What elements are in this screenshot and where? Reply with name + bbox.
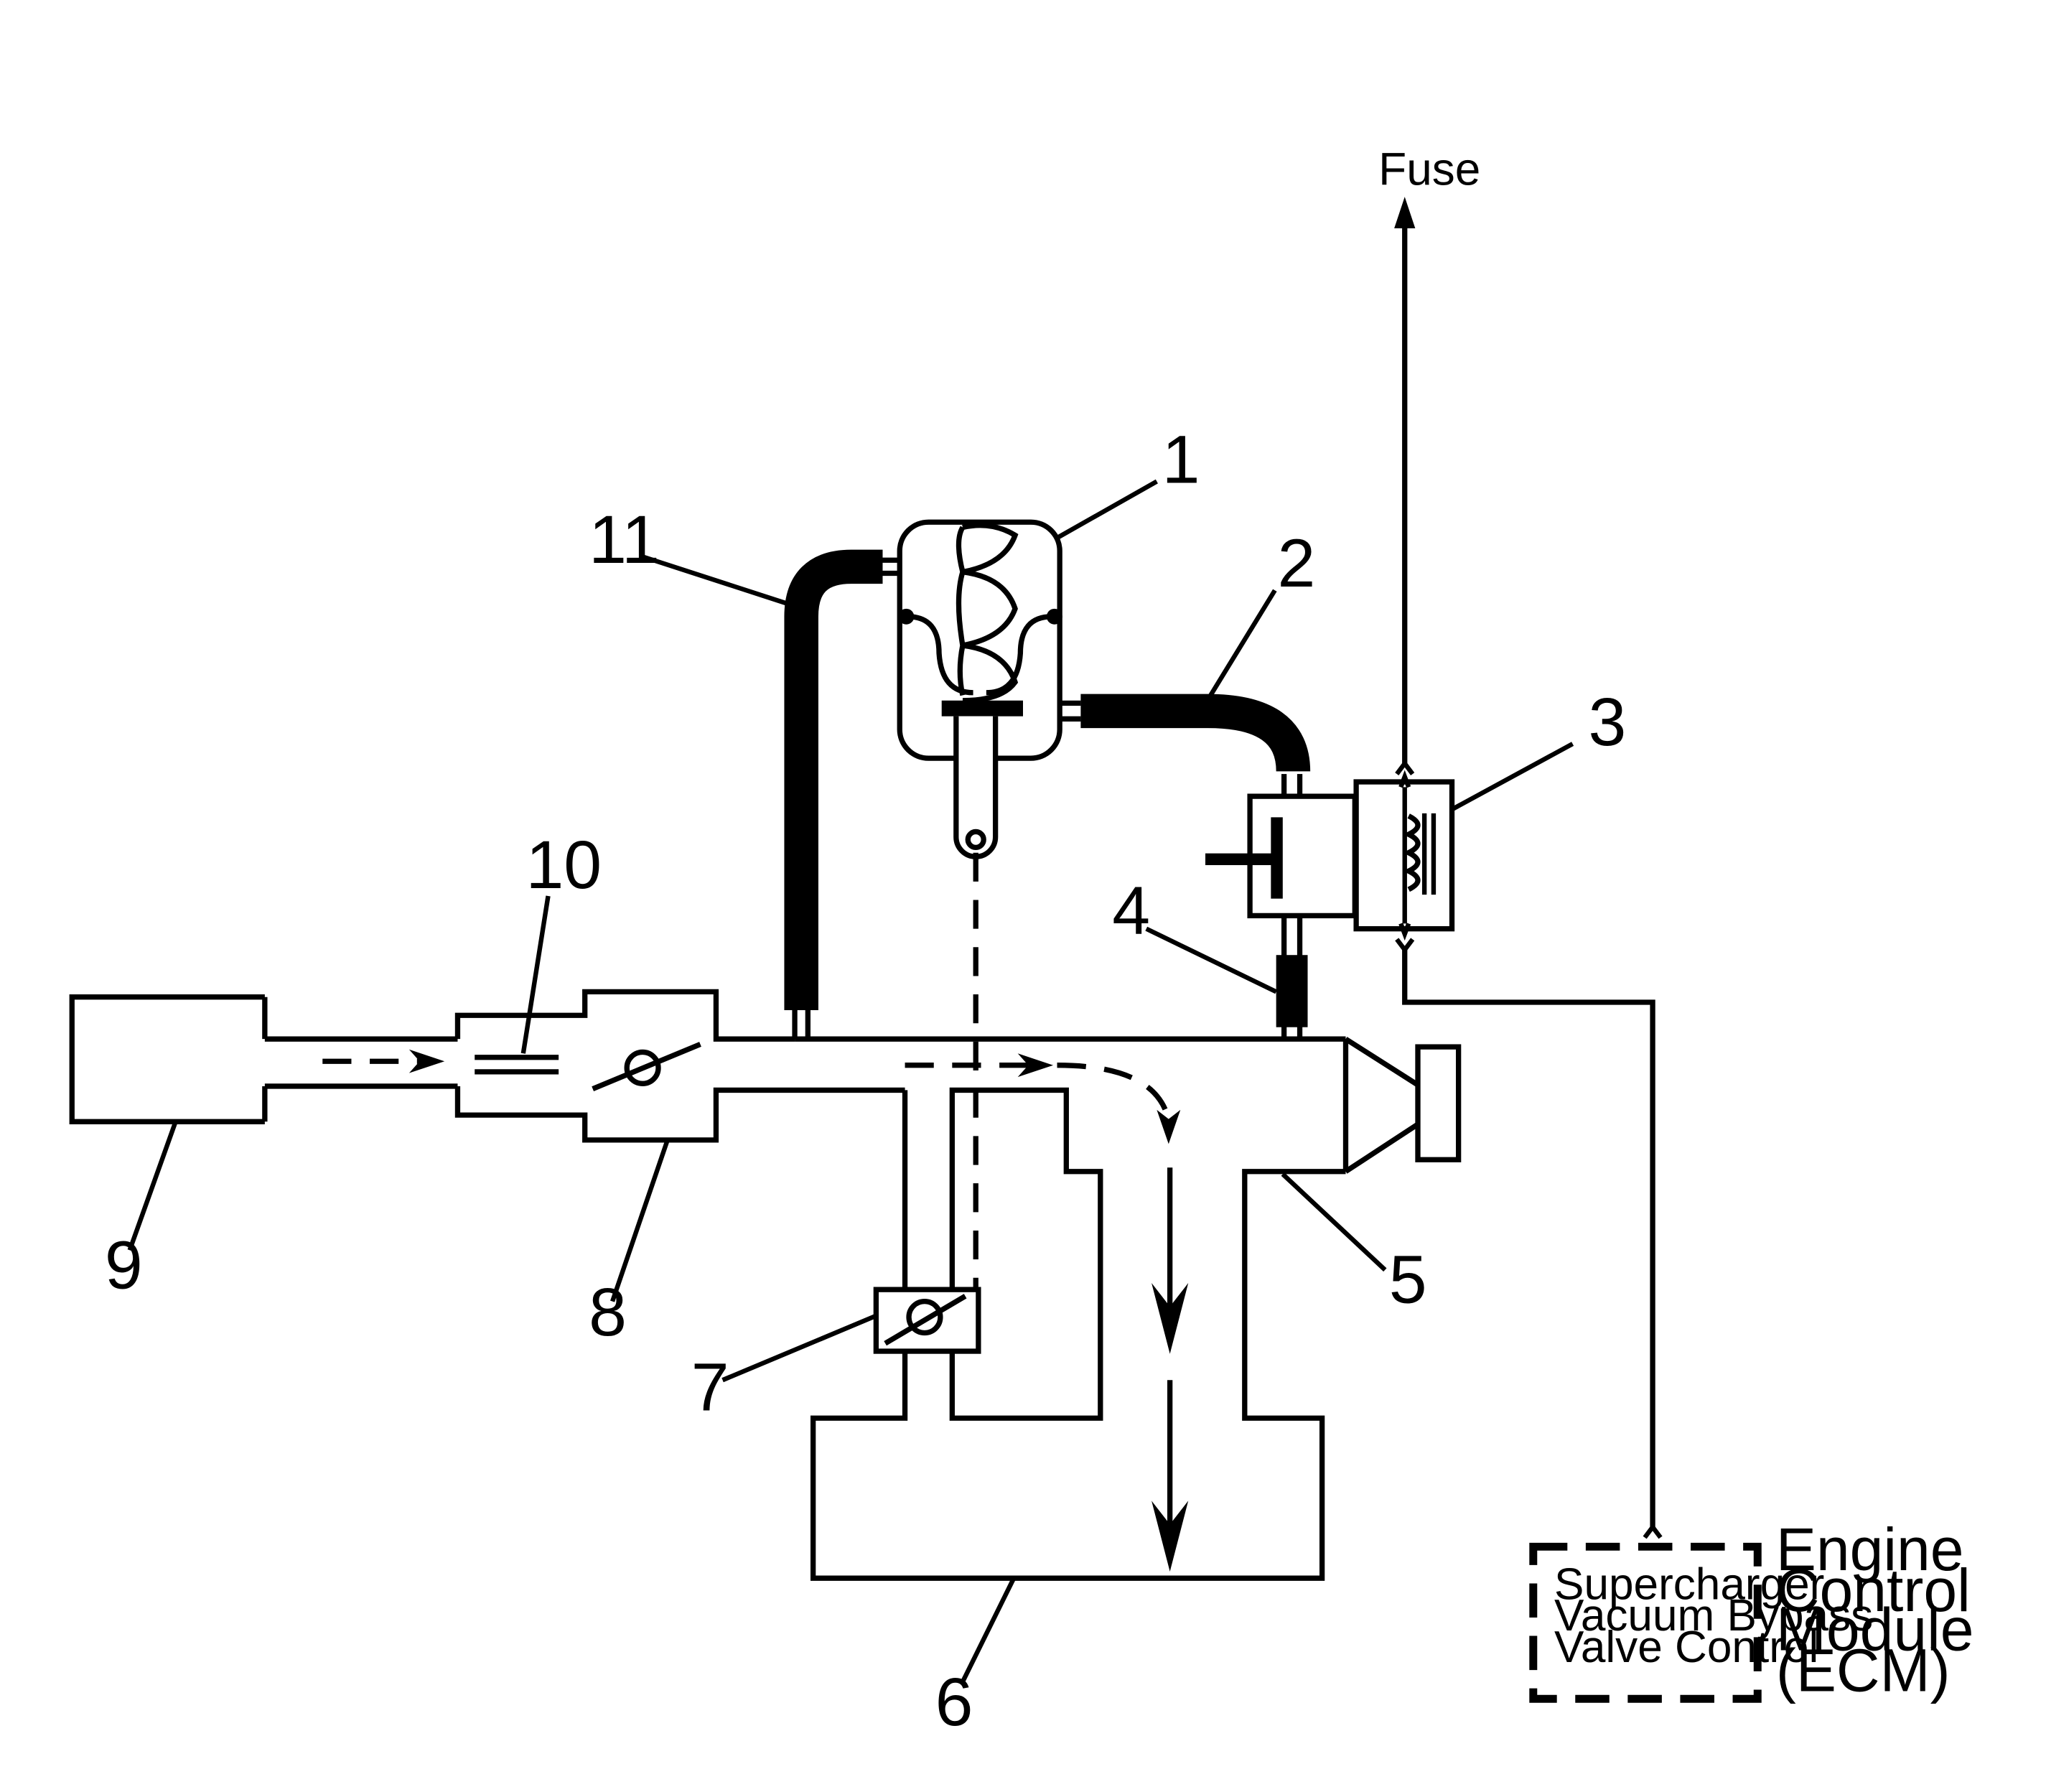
bypass-passage <box>873 1087 1103 1421</box>
ecm-inner-line-2: Vacuum Bypass <box>1554 1591 1873 1641</box>
ecm-inner-line-3: Valve Control <box>1554 1623 1818 1672</box>
ecm-inner-line-1: Supercharger <box>1554 1559 1824 1609</box>
vacuum-hoses <box>784 549 1311 1010</box>
callout-labels: 1 2 3 4 5 6 7 8 9 10 11 <box>105 421 1626 1740</box>
callout-9: 9 <box>105 1227 143 1303</box>
callout-6: 6 <box>935 1664 973 1740</box>
ecm-inner-text: Supercharger Vacuum Bypass Valve Control <box>1554 1559 1873 1672</box>
fuse-label: Fuse <box>1378 144 1480 195</box>
arrow-down-icon <box>1152 1283 1189 1354</box>
solenoid-coil <box>1353 770 1455 941</box>
hose-11 <box>784 549 883 1010</box>
callout-7: 7 <box>691 1349 729 1425</box>
fuse-arrow-icon <box>1394 197 1416 228</box>
callout-2: 2 <box>1277 526 1315 602</box>
callout-5: 5 <box>1389 1241 1427 1317</box>
air-cleaner <box>69 994 268 1124</box>
intake-duct <box>264 989 905 1143</box>
callout-4: 4 <box>1112 873 1150 949</box>
ecm-title-line-2: Control <box>1776 1557 1971 1624</box>
callout-8: 8 <box>589 1274 627 1350</box>
arrow-down-icon <box>1152 1501 1189 1572</box>
arrow-right-icon <box>408 1049 445 1073</box>
callout-11: 11 <box>589 502 660 578</box>
throttle-plate <box>592 1042 701 1091</box>
mass-air-flow-sensor <box>475 1055 559 1075</box>
solenoid-valve <box>1205 774 1358 958</box>
ecm-title-line-1: Engine <box>1776 1516 1964 1583</box>
supercharger-housing <box>810 1037 1462 1581</box>
airflow-arrows <box>322 1049 1189 1572</box>
callout-1: 1 <box>1162 421 1200 498</box>
hose-2 <box>1080 694 1311 773</box>
intake-passage <box>792 1009 1346 1042</box>
leader-lines <box>127 479 1574 1686</box>
ecm-title: Engine Control Module (ECM) <box>1776 1516 1974 1704</box>
ecm-box <box>1529 1542 1762 1703</box>
wiring <box>1394 197 1663 1539</box>
ecm-title-line-3: Module <box>1776 1596 1974 1663</box>
callout-3: 3 <box>1589 684 1627 760</box>
vacuum-restrictor <box>1276 955 1308 1027</box>
bypass-actuator <box>879 519 1081 859</box>
callout-10: 10 <box>525 827 602 903</box>
ecm-title-line-4: (ECM) <box>1776 1636 1951 1704</box>
arrow-right-icon <box>1017 1053 1054 1078</box>
arrow-down-icon <box>1157 1109 1181 1144</box>
